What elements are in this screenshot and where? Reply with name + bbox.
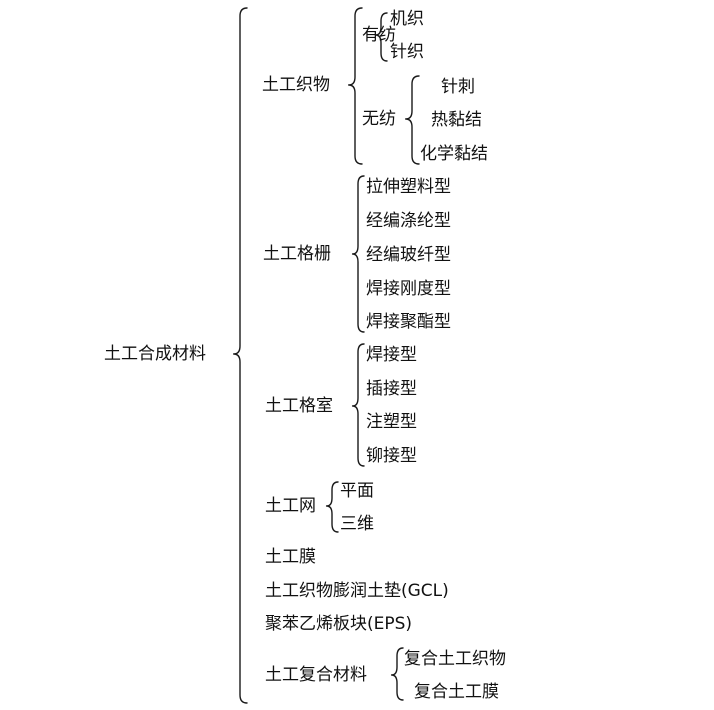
root-brace <box>233 7 248 704</box>
geocell-brace <box>351 343 365 467</box>
woven-item: 针织 <box>390 42 424 62</box>
composite-item: 复合土工膜 <box>414 682 499 702</box>
geonet-brace <box>325 481 339 533</box>
geogrid-item: 焊接聚酯型 <box>366 312 451 332</box>
composite-brace <box>390 647 404 701</box>
geocell-item: 注塑型 <box>366 412 417 432</box>
geogrid-brace <box>351 175 365 333</box>
gcl-label: 土工织物膨润土垫(GCL) <box>265 581 449 601</box>
eps-label: 聚苯乙烯板块(EPS) <box>265 614 413 634</box>
composite-item: 复合土工织物 <box>404 649 506 669</box>
geocell-item: 插接型 <box>366 379 417 399</box>
geocell-item: 铆接型 <box>366 446 417 466</box>
geocell-item: 焊接型 <box>366 345 417 365</box>
fabric-label: 土工织物 <box>262 75 330 95</box>
nonwoven-label: 无纺 <box>362 109 396 129</box>
nonwoven-item: 针刺 <box>441 77 475 97</box>
nonwoven-brace <box>405 75 420 165</box>
woven-item: 机织 <box>390 9 424 29</box>
geogrid-item: 经编玻纤型 <box>366 245 451 265</box>
geogrid-item: 拉伸塑料型 <box>366 177 451 197</box>
geonet-item: 平面 <box>340 481 374 501</box>
geocell-label: 土工格室 <box>265 396 333 416</box>
nonwoven-item: 热黏结 <box>431 110 482 130</box>
woven-brace <box>374 12 388 62</box>
geonet-item: 三维 <box>340 514 374 534</box>
nonwoven-item: 化学黏结 <box>420 144 488 164</box>
woven-label: 有纺 <box>362 25 396 45</box>
geogrid-label: 土工格栅 <box>263 244 331 264</box>
geonet-label: 土工网 <box>265 496 316 516</box>
membrane-label: 土工膜 <box>265 547 316 567</box>
geogrid-item: 经编涤纶型 <box>366 211 451 231</box>
fabric-brace <box>348 7 363 165</box>
root-label: 土工合成材料 <box>104 344 206 364</box>
geogrid-item: 焊接刚度型 <box>366 279 451 299</box>
composite-label: 土工复合材料 <box>265 665 367 685</box>
